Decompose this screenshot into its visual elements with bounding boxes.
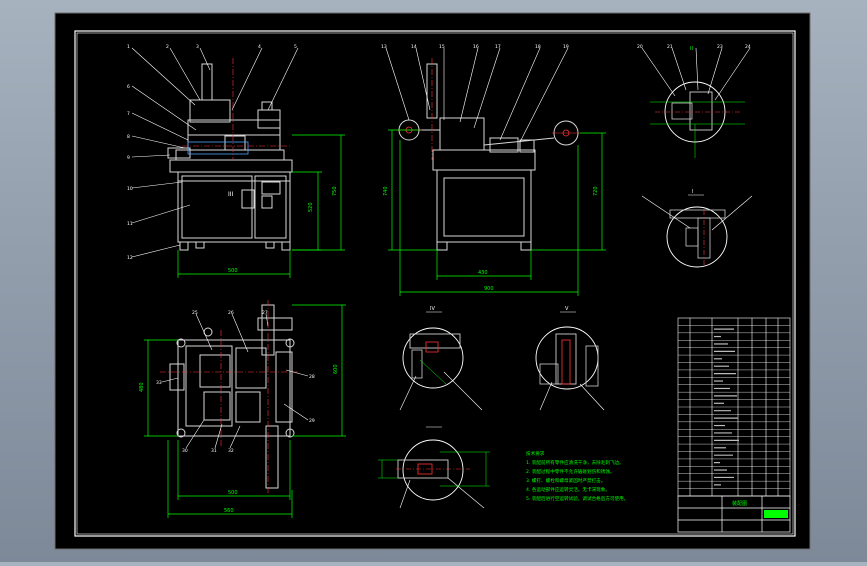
svg-text:6: 6: [127, 84, 130, 90]
title-block-name: 装配图: [732, 500, 747, 507]
tech-notes-heading: 技术要求: [526, 450, 545, 457]
svg-text:750: 750: [332, 186, 338, 196]
svg-text:500: 500: [228, 268, 238, 274]
svg-text:500: 500: [228, 490, 238, 496]
svg-text:33: 33: [156, 380, 162, 386]
svg-text:32: 32: [228, 448, 234, 454]
title-block: [677, 495, 791, 533]
svg-text:10: 10: [127, 186, 133, 192]
svg-text:600: 600: [333, 364, 339, 374]
svg-text:29: 29: [309, 418, 315, 424]
top-view-leaders: [161, 313, 309, 449]
svg-text:9: 9: [127, 155, 130, 161]
section-detail-v: V: [535, 306, 605, 411]
detail-view-1-text: 20 21 24 23 II: [637, 44, 751, 52]
front-view-dimensions: [177, 134, 345, 278]
detail-view-1: [641, 47, 751, 158]
svg-text:5: 5: [294, 44, 297, 50]
top-view-dim-text: 480 500 560 600: [139, 364, 339, 514]
section-label-v: V: [565, 306, 569, 312]
svg-text:14: 14: [411, 44, 417, 50]
svg-text:520: 520: [308, 202, 314, 212]
svg-text:17: 17: [495, 44, 501, 50]
svg-text:20: 20: [637, 44, 643, 50]
side-view-dimensions: [388, 129, 606, 296]
side-view-balloons: 13 14 15 16 17 18 19: [381, 44, 569, 50]
border-frame: [74, 30, 796, 537]
svg-text:720: 720: [593, 186, 599, 196]
tech-note-line: 4. 各运动部件应运转灵活，无卡滞现象。: [526, 486, 610, 493]
side-view-leaders: [385, 47, 569, 143]
svg-text:18: 18: [535, 44, 541, 50]
detail-label-i: I: [692, 189, 693, 195]
top-view-dimensions: [144, 304, 346, 518]
svg-text:8: 8: [127, 134, 130, 140]
tech-note-line: 2. 装配过程中零件不允许磕碰划伤和锈蚀。: [526, 468, 615, 475]
tech-note-line: 1. 装配前所有零件应清洗干净，去除毛刺飞边。: [526, 459, 624, 466]
svg-text:740: 740: [383, 186, 389, 196]
svg-text:19: 19: [563, 44, 569, 50]
svg-text:12: 12: [127, 255, 133, 261]
front-view-details: III: [182, 58, 290, 198]
svg-text:23: 23: [717, 44, 723, 50]
svg-text:31: 31: [211, 448, 217, 454]
svg-text:4: 4: [258, 44, 261, 50]
section-label-iv: IV: [430, 306, 435, 312]
top-view-balloons: 25 26 27 28 29 30 31 32 33: [156, 310, 315, 454]
svg-text:2: 2: [166, 44, 169, 50]
tech-note-line: 3. 螺钉、螺栓和螺母紧固时严禁打击。: [526, 477, 605, 484]
svg-text:25: 25: [192, 310, 198, 316]
detail-label-ii: II: [690, 46, 693, 52]
svg-text:560: 560: [224, 508, 234, 514]
svg-text:30: 30: [182, 448, 188, 454]
svg-text:26: 26: [228, 310, 234, 316]
front-view-dim-text: 500 520 750: [228, 186, 338, 274]
svg-text:900: 900: [484, 286, 494, 292]
front-view-leaders: [131, 47, 299, 258]
svg-text:13: 13: [381, 44, 387, 50]
svg-text:27: 27: [262, 310, 268, 316]
detail-view-2: I: [641, 189, 753, 268]
svg-text:28: 28: [309, 374, 315, 380]
parts-list-rows: [678, 325, 790, 489]
svg-text:21: 21: [667, 44, 673, 50]
svg-text:24: 24: [745, 44, 751, 50]
front-view: [167, 63, 293, 251]
svg-text:3: 3: [196, 44, 199, 50]
svg-text:16: 16: [473, 44, 479, 50]
section-detail-bottom: [378, 426, 490, 509]
svg-text:480: 480: [139, 382, 145, 392]
svg-text:430: 430: [478, 270, 488, 276]
side-view-dim-text: 430 900 740 720: [383, 186, 599, 292]
inner-frame: [76, 32, 794, 535]
section-detail-iv: IV: [399, 306, 483, 411]
svg-text:1: 1: [127, 44, 130, 50]
top-view: [169, 304, 295, 489]
technical-requirements: 技术要求 1. 装配前所有零件应清洗干净，去除毛刺飞边。 2. 装配过程中零件不…: [526, 450, 628, 502]
svg-text:7: 7: [127, 111, 130, 117]
tech-note-line: 5. 装配后进行空运转试验，调试合格后方可使用。: [526, 495, 628, 502]
svg-text:11: 11: [127, 221, 133, 227]
svg-text:III: III: [228, 191, 234, 198]
svg-text:15: 15: [439, 44, 445, 50]
